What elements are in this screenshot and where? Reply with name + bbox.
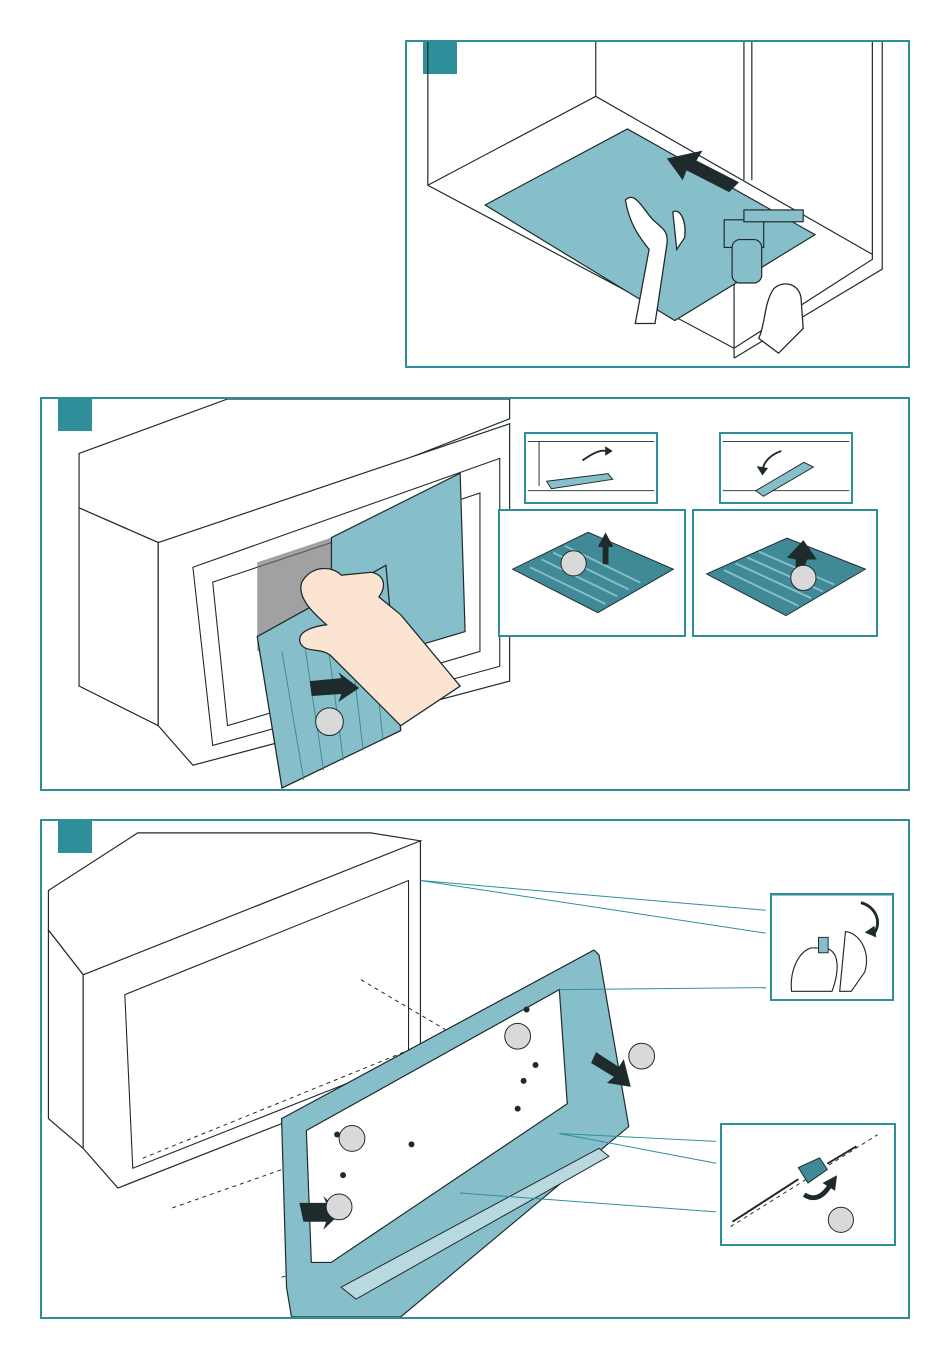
inset-detail-d [692,509,878,637]
step-circle [828,1207,853,1232]
inset-detail-b [719,432,853,504]
inset-detail-a [524,432,658,504]
step-panel-2 [40,397,910,791]
step-circle [316,708,344,736]
step-circle [339,1126,365,1152]
step-circle [629,1043,655,1069]
inset-detail-e [770,893,894,1001]
step-panel-3 [40,819,910,1319]
screwdriver-icon [733,1179,799,1222]
screw-icon [798,1146,856,1183]
step-circle [505,1023,531,1049]
inset-detail-c [498,509,686,637]
step-panel-1 [405,40,910,368]
step-circle [326,1194,352,1220]
hand-icon [759,284,803,353]
cabinet-illustration [407,42,908,366]
hand-icon [791,932,866,992]
inset-detail-f [720,1123,896,1246]
